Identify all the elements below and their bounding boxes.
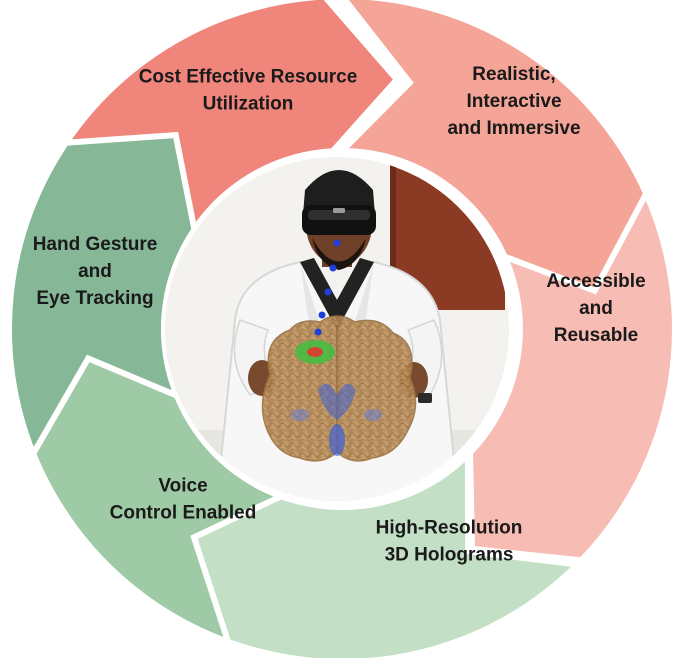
segment-label-realistic: Realistic, Interactive and Immersive — [447, 64, 580, 139]
segment-label-line: Control Enabled — [110, 503, 257, 524]
segment-label-line: Reusable — [554, 325, 638, 346]
segment-label-line: High-Resolution — [376, 518, 523, 539]
wristwatch — [418, 393, 432, 403]
segment-label-line: Realistic, — [472, 64, 555, 85]
segment-accessible — [466, 186, 678, 564]
segment-label-line: Eye Tracking — [36, 288, 153, 309]
segment-label-line: 3D Holograms — [385, 545, 514, 566]
segment-label-line: and — [579, 298, 613, 319]
segment-label-line: Cost Effective Resource — [139, 67, 358, 88]
mixed-reality-headset — [303, 170, 375, 215]
segment-label-line: Hand Gesture — [33, 234, 158, 255]
segment-label-line: Utilization — [203, 94, 294, 115]
gaze-trail — [314, 239, 341, 336]
segment-label-line: Voice — [158, 476, 207, 497]
segment-label-line: and — [78, 261, 112, 282]
segment-label-line: Accessible — [546, 271, 645, 292]
segment-label-line: and Immersive — [447, 118, 580, 139]
segment-label-line: Interactive — [466, 91, 561, 112]
segment-label-hires: High-Resolution 3D Holograms — [376, 518, 523, 566]
brain-hologram — [261, 315, 417, 462]
